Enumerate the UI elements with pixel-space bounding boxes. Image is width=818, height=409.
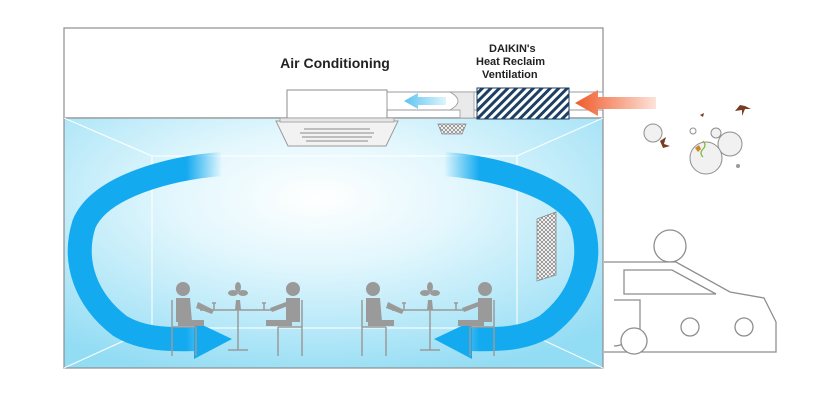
heat-reclaim-ventilation-unit [476, 87, 570, 120]
chair-icon [277, 300, 303, 356]
duct-airflow-arrow [404, 93, 446, 109]
left-airflow-arrow [67, 152, 232, 359]
person-icon [366, 282, 404, 326]
left-dining-group [171, 282, 303, 356]
bacteria-icon [700, 113, 704, 117]
daikin-label-line3: Ventilation [482, 69, 538, 81]
person-icon [458, 282, 492, 326]
bacteria-icon [735, 105, 751, 116]
car-icon [604, 229, 777, 355]
air-conditioner-unit [275, 89, 399, 147]
dust-icon [695, 145, 701, 152]
plant-icon [420, 282, 440, 310]
daikin-label-line1: DAIKIN's [489, 43, 536, 55]
air-conditioning-label: Air Conditioning [280, 55, 390, 71]
chair-icon [469, 300, 495, 356]
daikin-label-line2: Heat Reclaim [476, 56, 545, 68]
person-icon [176, 282, 214, 326]
person-icon [266, 282, 300, 326]
bacteria-icon [660, 137, 670, 148]
outdoor-pollutants [643, 105, 751, 175]
right-airflow-arrow [434, 152, 599, 359]
plant-icon [228, 282, 248, 310]
outside-air-arrow [575, 90, 656, 116]
chair-icon [361, 300, 387, 356]
chair-icon [171, 300, 197, 356]
right-dining-group [361, 282, 495, 356]
ceiling-grille [437, 123, 467, 135]
wall-vent [536, 211, 557, 282]
